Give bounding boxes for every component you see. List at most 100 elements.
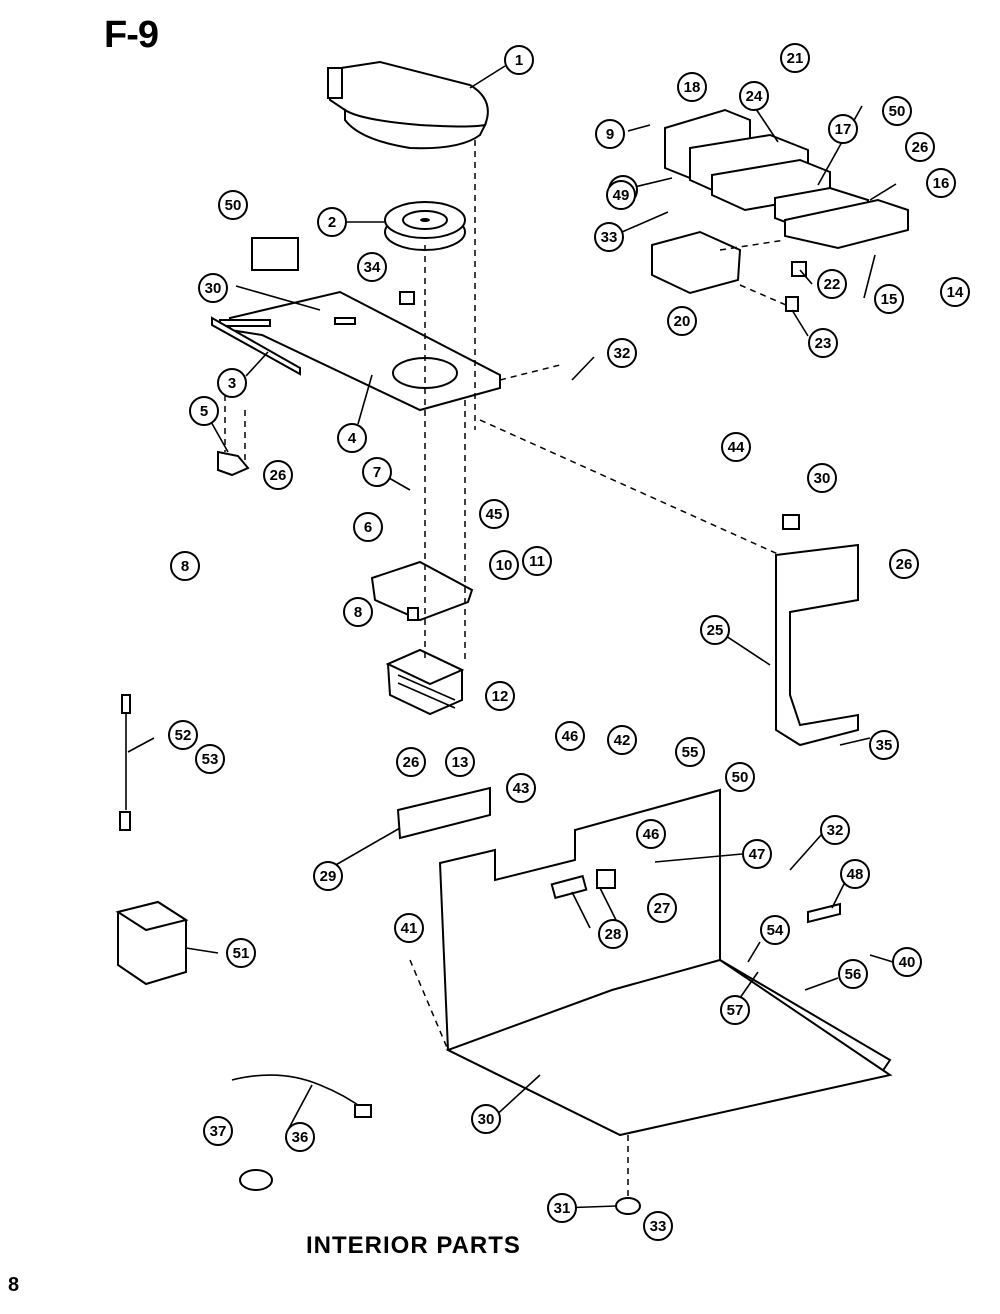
svg-text:51: 51 <box>233 945 250 962</box>
callout-47: 47 <box>742 839 772 869</box>
svg-text:49: 49 <box>613 187 630 204</box>
svg-text:1: 1 <box>515 52 523 69</box>
callout-9: 9 <box>595 119 625 149</box>
svg-text:42: 42 <box>614 732 631 749</box>
callout-30a: 30 <box>198 273 228 303</box>
svg-text:3: 3 <box>228 375 236 392</box>
callout-50c: 50 <box>725 762 755 792</box>
callout-36: 36 <box>285 1122 315 1152</box>
callout-4: 4 <box>337 423 367 453</box>
svg-text:30: 30 <box>478 1111 495 1128</box>
callout-50b: 50 <box>882 96 912 126</box>
label-card-part <box>251 237 299 271</box>
callout-7: 7 <box>362 457 392 487</box>
svg-text:41: 41 <box>401 920 418 937</box>
strain-relief-part <box>239 1169 273 1191</box>
svg-text:15: 15 <box>881 291 898 308</box>
fan-motor-part <box>385 648 465 716</box>
svg-text:9: 9 <box>606 126 614 143</box>
svg-text:32: 32 <box>614 345 631 362</box>
callout-22: 22 <box>817 269 847 299</box>
svg-text:12: 12 <box>492 688 509 705</box>
svg-text:30: 30 <box>205 280 222 297</box>
callout-43: 43 <box>506 773 536 803</box>
diagram-caption: INTERIOR PARTS <box>306 1232 521 1259</box>
svg-text:16: 16 <box>933 175 950 192</box>
callout-26d: 26 <box>396 747 426 777</box>
callout-26a: 26 <box>263 460 293 490</box>
callout-17: 17 <box>828 114 858 144</box>
callout-42: 42 <box>607 725 637 755</box>
callout-15: 15 <box>874 284 904 314</box>
pulley-part <box>384 201 466 251</box>
callout-30b: 30 <box>807 463 837 493</box>
callout-28: 28 <box>598 919 628 949</box>
callout-52: 52 <box>168 720 198 750</box>
callout-12: 12 <box>485 681 515 711</box>
callout-40: 40 <box>892 947 922 977</box>
svg-text:52: 52 <box>175 727 192 744</box>
svg-text:46: 46 <box>562 728 579 745</box>
svg-text:43: 43 <box>513 780 530 797</box>
svg-text:33: 33 <box>601 229 618 246</box>
callout-24: 24 <box>739 81 769 111</box>
callout-48: 48 <box>840 859 870 889</box>
svg-text:25: 25 <box>707 622 724 639</box>
svg-text:40: 40 <box>899 954 916 971</box>
transformer-part <box>115 900 189 986</box>
callout-51: 51 <box>226 938 256 968</box>
callout-46a: 46 <box>555 721 585 751</box>
svg-text:6: 6 <box>364 519 372 536</box>
wire-harness-part <box>119 694 131 831</box>
callout-14: 14 <box>940 277 970 307</box>
svg-text:45: 45 <box>486 506 503 523</box>
callout-20: 20 <box>667 306 697 336</box>
svg-text:31: 31 <box>554 1200 571 1217</box>
callout-10: 10 <box>489 550 519 580</box>
svg-text:34: 34 <box>364 259 381 276</box>
svg-text:28: 28 <box>605 926 622 943</box>
svg-text:57: 57 <box>727 1002 744 1019</box>
svg-text:37: 37 <box>210 1123 227 1140</box>
svg-text:10: 10 <box>496 557 513 574</box>
callout-21: 21 <box>780 43 810 73</box>
svg-text:26: 26 <box>912 139 929 156</box>
svg-text:50: 50 <box>225 197 242 214</box>
svg-text:8: 8 <box>181 558 189 575</box>
callout-31: 31 <box>547 1193 577 1223</box>
svg-text:26: 26 <box>403 754 420 771</box>
callout-2: 2 <box>317 207 347 237</box>
callout-45: 45 <box>479 499 509 529</box>
svg-text:22: 22 <box>824 276 841 293</box>
shield-bracket-part <box>396 786 491 840</box>
callout-16: 16 <box>926 168 956 198</box>
motor-bracket-part <box>370 560 474 622</box>
callout-33a: 33 <box>594 222 624 252</box>
callout-32a: 32 <box>607 338 637 368</box>
svg-text:21: 21 <box>787 50 804 67</box>
svg-text:47: 47 <box>749 846 766 863</box>
svg-text:26: 26 <box>270 467 287 484</box>
svg-text:26: 26 <box>896 556 913 573</box>
thermostat-part <box>596 869 616 889</box>
figure-label: F-9 <box>104 14 159 56</box>
svg-text:30: 30 <box>814 470 831 487</box>
svg-text:4: 4 <box>348 430 357 447</box>
callout-37: 37 <box>203 1116 233 1146</box>
callout-32b: 32 <box>820 815 850 845</box>
sensor-part <box>550 874 588 900</box>
svg-text:14: 14 <box>947 284 964 301</box>
callout-6: 6 <box>353 512 383 542</box>
foot-part <box>615 1197 641 1215</box>
svg-text:17: 17 <box>835 121 852 138</box>
callout-44: 44 <box>721 432 751 462</box>
callout-46b: 46 <box>636 819 666 849</box>
svg-text:48: 48 <box>847 866 864 883</box>
callout-53: 53 <box>195 744 225 774</box>
strip-part <box>807 902 841 924</box>
svg-text:20: 20 <box>674 313 691 330</box>
callout-35: 35 <box>869 730 899 760</box>
callout-29: 29 <box>313 861 343 891</box>
svg-text:27: 27 <box>654 900 671 917</box>
